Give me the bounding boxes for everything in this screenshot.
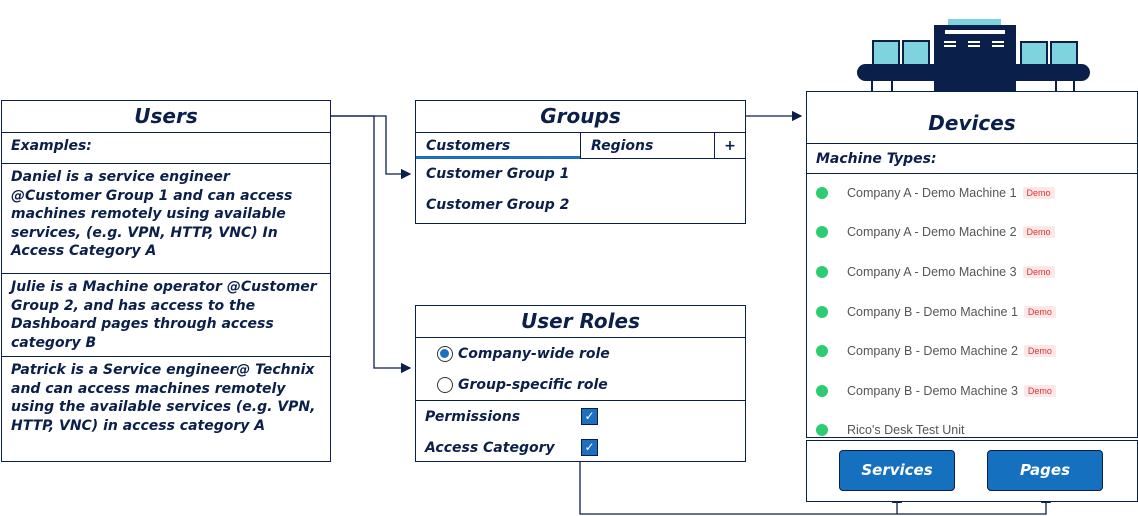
add-tab-button[interactable]: + [724, 138, 736, 154]
radio-selected-icon[interactable] [437, 345, 453, 362]
access-to-buttons-line [579, 462, 1052, 515]
user-roles-title: User Roles [520, 309, 640, 333]
demo-badge: Demo [1023, 384, 1056, 397]
machine-item[interactable]: Company B - Demo Machine 1 Demo [807, 292, 1137, 332]
users-title: Users [134, 104, 198, 128]
devices-panel: Devices Machine Types: Company A - Demo … [806, 91, 1138, 438]
demo-badge: Demo [1022, 186, 1055, 199]
access-category-label: Access Category [425, 439, 555, 456]
machine-name: Rico's Desk Test Unit [847, 423, 965, 438]
status-online-icon [816, 305, 828, 318]
groups-title: Groups [540, 104, 621, 128]
permissions-checkbox[interactable]: ✓ [581, 408, 598, 425]
status-online-icon [816, 186, 828, 199]
group-specific-role-option[interactable]: Group-specific role [416, 369, 745, 400]
devices-title: Devices [928, 111, 1016, 135]
users-panel: Users Examples: Daniel is a service engi… [1, 100, 331, 462]
machine-item[interactable]: Company A - Demo Machine 2 Demo [807, 213, 1137, 253]
demo-badge: Demo [1022, 265, 1055, 278]
machine-list: Company A - Demo Machine 1 Demo Company A… [807, 173, 1137, 437]
company-wide-role-option[interactable]: Company-wide role [416, 338, 745, 369]
status-online-icon [816, 265, 828, 278]
users-to-groups-line [331, 115, 412, 180]
services-button[interactable]: Services [839, 450, 955, 491]
example-julie: Julie is a Machine operator @Customer Gr… [2, 273, 330, 356]
users-to-roles-line [331, 115, 412, 374]
customer-group-1[interactable]: Customer Group 1 [426, 166, 570, 182]
permissions-label: Permissions [425, 408, 521, 425]
machine-item[interactable]: Company B - Demo Machine 2 Demo [807, 331, 1137, 371]
demo-badge: Demo [1023, 345, 1056, 358]
permissions-row: Permissions ✓ [416, 401, 745, 432]
groups-panel: Groups Customers Regions + Customer Grou… [415, 100, 746, 224]
machine-name: Company A - Demo Machine 1 [847, 185, 1017, 200]
tab-regions[interactable]: Regions [581, 133, 715, 158]
customer-group-2[interactable]: Customer Group 2 [426, 197, 570, 213]
machine-types-label: Machine Types: [807, 143, 1137, 174]
machine-name: Company B - Demo Machine 3 [847, 383, 1018, 398]
status-online-icon [816, 424, 828, 437]
demo-badge: Demo [1023, 305, 1056, 318]
status-online-icon [816, 384, 828, 397]
status-online-icon [816, 226, 828, 239]
group-specific-role-label: Group-specific role [458, 376, 608, 393]
examples-label: Examples: [2, 132, 330, 163]
machine-item[interactable]: Company B - Demo Machine 3 Demo [807, 371, 1137, 411]
groups-tabs: Customers Regions + [416, 132, 745, 159]
status-online-icon [816, 345, 828, 358]
access-category-checkbox[interactable]: ✓ [581, 439, 598, 456]
example-patrick: Patrick is a Service engineer@ Technix a… [2, 356, 330, 462]
access-category-row: Access Category ✓ [416, 432, 745, 463]
machine-item[interactable]: Rico's Desk Test Unit [807, 411, 1137, 451]
tab-customers[interactable]: Customers [416, 133, 581, 159]
machine-item[interactable]: Company A - Demo Machine 1 Demo [807, 173, 1137, 213]
machine-name: Company B - Demo Machine 1 [847, 304, 1018, 319]
radio-unselected-icon[interactable] [437, 376, 453, 393]
machine-item[interactable]: Company A - Demo Machine 3 Demo [807, 252, 1137, 292]
machine-name: Company A - Demo Machine 2 [847, 225, 1017, 240]
demo-badge: Demo [1022, 226, 1055, 239]
company-wide-role-label: Company-wide role [458, 345, 610, 362]
pages-button[interactable]: Pages [987, 450, 1103, 491]
services-pages-panel: Services Pages [806, 440, 1138, 502]
machine-name: Company A - Demo Machine 3 [847, 264, 1017, 279]
user-roles-panel: User Roles Company-wide role Group-speci… [415, 305, 746, 462]
machine-name: Company B - Demo Machine 2 [847, 344, 1018, 359]
example-daniel: Daniel is a service engineer @Customer G… [2, 163, 330, 273]
machine-illustration-icon [857, 19, 1090, 103]
